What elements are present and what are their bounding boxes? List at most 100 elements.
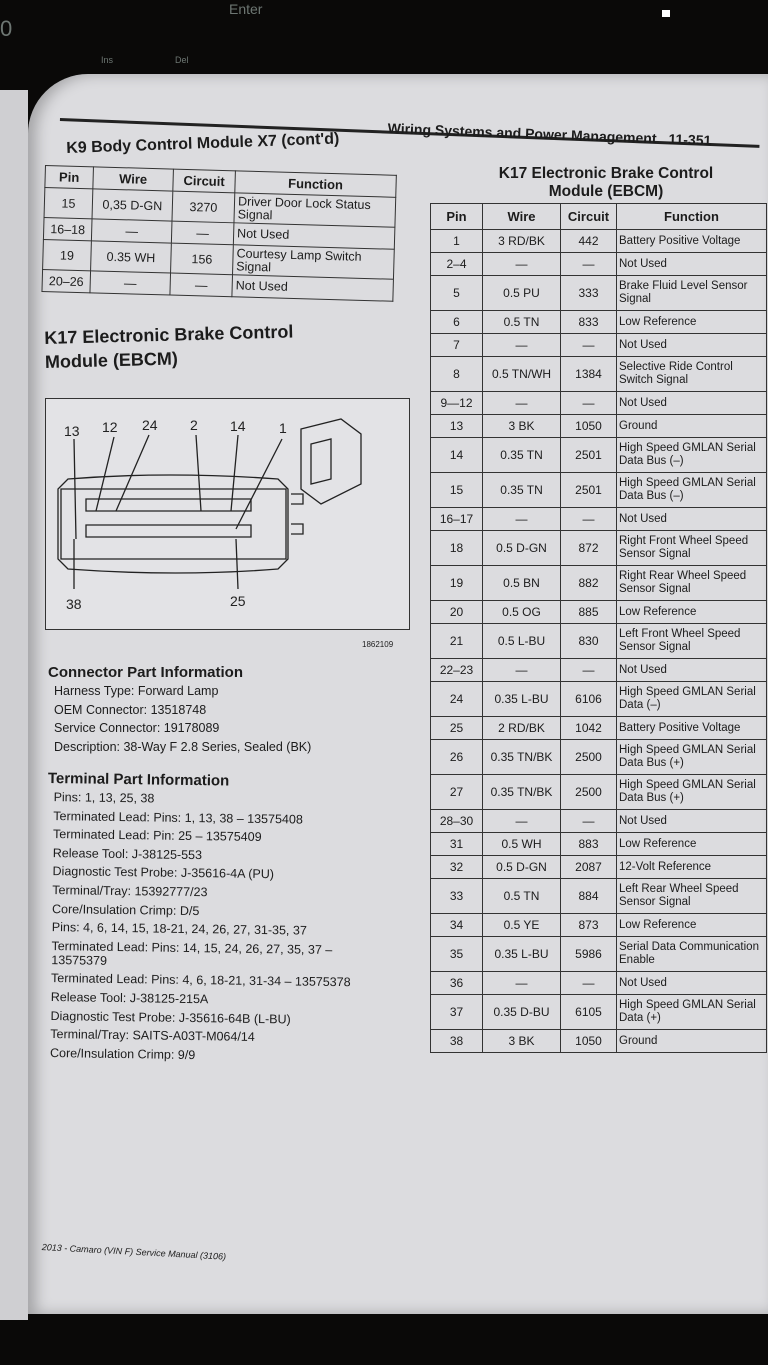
table-cell: 0,35 D-GN: [92, 188, 173, 222]
function-cell: Brake Fluid Level Sensor Signal: [616, 275, 767, 311]
function-cell: Battery Positive Voltage: [616, 716, 767, 740]
circuit-cell: 885: [560, 600, 617, 624]
function-cell: Low Reference: [616, 600, 767, 624]
table-row: 16–17——Not Used: [430, 507, 767, 531]
pin-cell: 8: [430, 356, 483, 392]
key-del: Del: [175, 55, 189, 65]
key-ins: Ins: [101, 55, 114, 65]
circuit-cell: 2501: [560, 437, 617, 473]
function-cell: Not Used: [616, 971, 767, 995]
pin-cell: 37: [430, 994, 483, 1030]
pin-cell: 31: [430, 832, 483, 856]
wire-cell: 0.5 YE: [482, 913, 561, 937]
wire-cell: —: [482, 507, 561, 531]
circuit-cell: 442: [560, 229, 617, 253]
wire-cell: 3 BK: [482, 414, 561, 438]
function-cell: Right Front Wheel Speed Sensor Signal: [616, 530, 767, 566]
function-cell: Low Reference: [616, 832, 767, 856]
pin-cell: 18: [430, 530, 483, 566]
wire-cell: 0.5 TN: [482, 310, 561, 334]
pin-cell: 38: [430, 1029, 483, 1053]
pin-cell: 2–4: [430, 252, 483, 276]
function-cell: Not Used: [616, 333, 767, 357]
pin-label: 1: [279, 420, 287, 436]
circuit-cell: —: [560, 507, 617, 531]
function-cell: High Speed GMLAN Serial Data Bus (–): [616, 437, 767, 473]
col-pin: Pin: [430, 203, 483, 230]
circuit-cell: 333: [560, 275, 617, 311]
wire-cell: —: [482, 391, 561, 415]
wire-cell: 0.35 L-BU: [482, 681, 561, 717]
pin-cell: 26: [430, 739, 483, 775]
col-circuit: Circuit: [560, 203, 617, 230]
table-row: 36——Not Used: [430, 971, 767, 995]
pin-cell: 35: [430, 936, 483, 972]
function-cell: Not Used: [616, 252, 767, 276]
pin-label: 14: [230, 418, 246, 434]
function-cell: Right Rear Wheel Speed Sensor Signal: [616, 565, 767, 601]
pin-cell: 21: [430, 623, 483, 659]
function-cell: Not Used: [616, 507, 767, 531]
pin-cell: 34: [430, 913, 483, 937]
function-cell: Left Front Wheel Speed Sensor Signal: [616, 623, 767, 659]
circuit-cell: 2501: [560, 472, 617, 508]
page-number: 11-351: [668, 130, 712, 149]
connector-info-title: Connector Part Information: [48, 664, 244, 681]
table-cell: Driver Door Lock Status Signal: [233, 192, 396, 228]
col-function: Function: [616, 203, 767, 230]
info-line: Harness Type: Forward Lamp: [54, 684, 219, 698]
connector-diagram: 13 12 24 2 14 1 38 25: [45, 398, 410, 630]
circuit-cell: —: [560, 971, 617, 995]
circuit-cell: 884: [560, 878, 617, 914]
function-cell: Low Reference: [616, 310, 767, 334]
circuit-cell: —: [560, 333, 617, 357]
info-line: Service Connector: 19178089: [54, 721, 220, 736]
pin-cell: 13: [430, 414, 483, 438]
col-wire: Wire: [482, 203, 561, 230]
circuit-cell: 1050: [560, 1029, 617, 1053]
function-cell: High Speed GMLAN Serial Data Bus (–): [616, 472, 767, 508]
wire-cell: 0.5 BN: [482, 565, 561, 601]
table-cell: Courtesy Lamp Switch Signal: [232, 244, 395, 280]
table-cell: Not Used: [231, 274, 394, 302]
wire-cell: 0.35 TN: [482, 472, 561, 508]
terminal-info: Terminal Part Information Pins: 1, 13, 2…: [44, 770, 354, 1069]
pin-cell: 6: [430, 310, 483, 334]
key-enter: Enter: [229, 1, 263, 17]
function-cell: Not Used: [616, 809, 767, 833]
circuit-cell: 6106: [560, 681, 617, 717]
col-pin: Pin: [44, 165, 94, 189]
wire-cell: 0.35 D-BU: [482, 994, 561, 1030]
terminal-info-title: Terminal Part Information: [47, 770, 230, 790]
circuit-cell: 5986: [560, 936, 617, 972]
col-wire: Wire: [92, 166, 174, 192]
wire-cell: 0.5 TN: [482, 878, 561, 914]
table-cell: 0.35 WH: [90, 240, 172, 274]
table-row: 2–4——Not Used: [430, 252, 767, 276]
wire-cell: 3 BK: [482, 1029, 561, 1053]
table-row: 7——Not Used: [430, 333, 767, 357]
function-cell: High Speed GMLAN Serial Data Bus (+): [616, 774, 767, 810]
function-cell: Ground: [616, 414, 767, 438]
table-cell: 15: [44, 187, 93, 219]
circuit-cell: —: [560, 391, 617, 415]
wire-cell: 0.5 OG: [482, 600, 561, 624]
pin-cell: 33: [430, 878, 483, 914]
pin-label: 13: [64, 423, 80, 439]
connector-drawing: [57, 418, 362, 590]
pin-cell: 32: [430, 855, 483, 879]
pin-cell: 5: [430, 275, 483, 311]
circuit-cell: 883: [560, 832, 617, 856]
